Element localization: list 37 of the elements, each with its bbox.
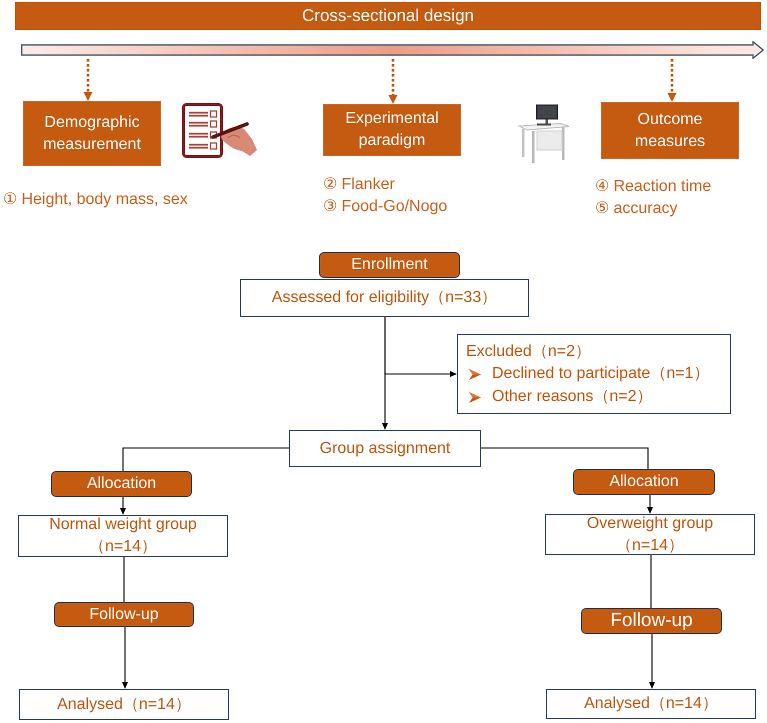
timeline-arrow (21, 41, 764, 59)
phase-header: Allocation (573, 469, 715, 495)
numbered-item: ② Flanker (323, 175, 395, 195)
phase-header: Allocation (51, 471, 192, 497)
exclusion-heading: Excluded（n=2） (466, 342, 591, 362)
numbered-item: ③ Food-Go/Nogo (323, 197, 448, 217)
stage-box: Experimental paradigm (323, 104, 461, 156)
exclusion-reason: Other reasons（n=2） (492, 387, 653, 407)
connector-line (481, 447, 649, 469)
arrow (120, 497, 126, 515)
process-box: Assessed for eligibility（n=33） (240, 279, 529, 317)
phase-header: Enrollment (319, 252, 460, 278)
arrow (122, 627, 128, 689)
arrow (647, 495, 653, 514)
title-banner: Cross-sectional design (15, 2, 761, 30)
arrow (649, 634, 655, 689)
dotted-arrow (388, 59, 398, 104)
connector-line (123, 557, 125, 602)
exclusion-box (457, 334, 731, 414)
exclusion-reason: Declined to participate（n=1） (492, 364, 710, 384)
process-box: Normal weight group （n=14） (18, 515, 228, 557)
phase-header: Follow-up (581, 608, 722, 634)
arrow (384, 317, 457, 377)
numbered-item: ⑤ accuracy (595, 199, 678, 219)
dotted-arrow (668, 59, 676, 102)
connector-line (650, 555, 652, 608)
numbered-item: ① Height, body mass, sex (3, 190, 188, 210)
dotted-arrow (84, 59, 92, 101)
stage-box: Demographic measurement (23, 101, 161, 166)
stage-box: Outcome measures (601, 102, 739, 159)
connector-line (122, 447, 289, 471)
process-box: Group assignment (289, 430, 481, 467)
process-box: Overweight group （n=14） (545, 514, 755, 555)
numbered-item: ④ Reaction time (595, 177, 712, 197)
process-box: Analysed（n=14） (19, 689, 229, 720)
phase-header: Follow-up (54, 602, 194, 627)
process-box: Analysed（n=14） (546, 689, 756, 719)
